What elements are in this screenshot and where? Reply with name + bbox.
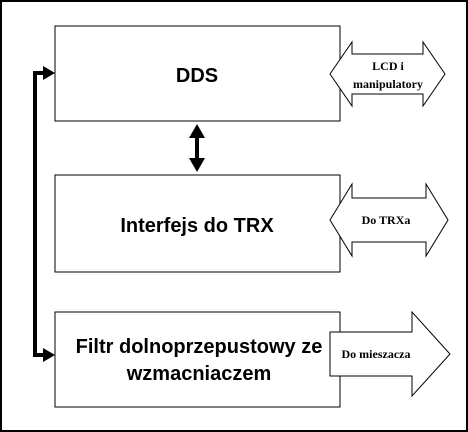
dds-label: DDS — [176, 65, 218, 87]
interface-label: Interfejs do TRX — [120, 215, 274, 237]
dds-interface-arrow — [189, 124, 205, 172]
lcd-label-line1: LCD i — [372, 59, 404, 73]
dds-box — [54, 25, 341, 122]
filter-box — [54, 311, 341, 408]
lcd-connector-arrow: LCD i manipulatory — [329, 40, 446, 108]
dds-block: DDS — [54, 25, 341, 122]
filter-label-line2: wzmacniaczem — [126, 363, 272, 385]
interface-box — [54, 174, 341, 273]
interface-block: Interfejs do TRX — [54, 174, 341, 273]
trx-label: Do TRXa — [362, 213, 411, 227]
left-bus-connector — [33, 66, 55, 362]
filter-label-line1: Filtr dolnoprzepustowy ze — [76, 336, 323, 358]
mixer-label: Do mieszacza — [342, 347, 411, 361]
trx-connector-arrow: Do TRXa — [329, 182, 449, 258]
mixer-connector-arrow: Do mieszacza — [329, 310, 451, 398]
lcd-label-line2: manipulatory — [353, 77, 423, 91]
filter-block: Filtr dolnoprzepustowy ze wzmacniaczem — [54, 311, 341, 408]
